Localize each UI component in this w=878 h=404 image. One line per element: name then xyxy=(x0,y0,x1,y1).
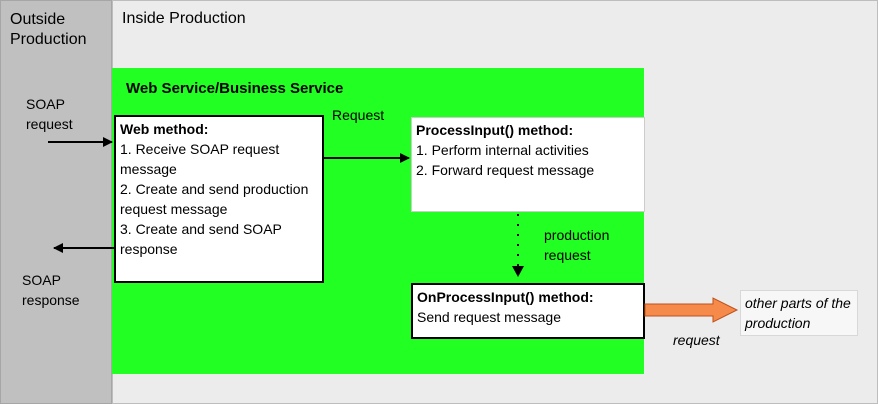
web-service-title: Web Service/Business Service xyxy=(126,80,344,97)
outgoing-request-label: request xyxy=(673,332,720,348)
request-label: Request xyxy=(332,107,385,123)
web-method-box: Web method: 1. Receive SOAP request mess… xyxy=(114,115,324,283)
soap-response-label: SOAP response xyxy=(22,272,80,308)
web-method-step-3: 3. Create and send SOAP response xyxy=(120,221,282,257)
process-input-step-1: 1. Perform internal activities xyxy=(416,142,589,158)
inside-production-title: Inside Production xyxy=(122,10,246,27)
on-process-input-title: OnProcessInput() method: xyxy=(417,289,594,305)
outside-production-region xyxy=(0,0,112,404)
web-method-step-2: 2. Create and send production request me… xyxy=(120,181,309,217)
process-input-box: ProcessInput() method: 1. Perform intern… xyxy=(411,117,645,212)
process-input-title: ProcessInput() method: xyxy=(416,122,574,138)
soap-request-label: SOAP request xyxy=(26,96,73,132)
on-process-input-step-1: Send request message xyxy=(417,309,561,325)
web-method-step-1: 1. Receive SOAP request message xyxy=(120,141,280,177)
other-parts-box: other parts of the production xyxy=(740,290,858,336)
outside-production-title: Outside Production xyxy=(10,11,87,48)
web-method-title: Web method: xyxy=(120,121,209,137)
process-input-step-2: 2. Forward request message xyxy=(416,162,595,178)
on-process-input-box: OnProcessInput() method: Send request me… xyxy=(411,283,645,339)
production-request-label: production request xyxy=(544,227,610,263)
